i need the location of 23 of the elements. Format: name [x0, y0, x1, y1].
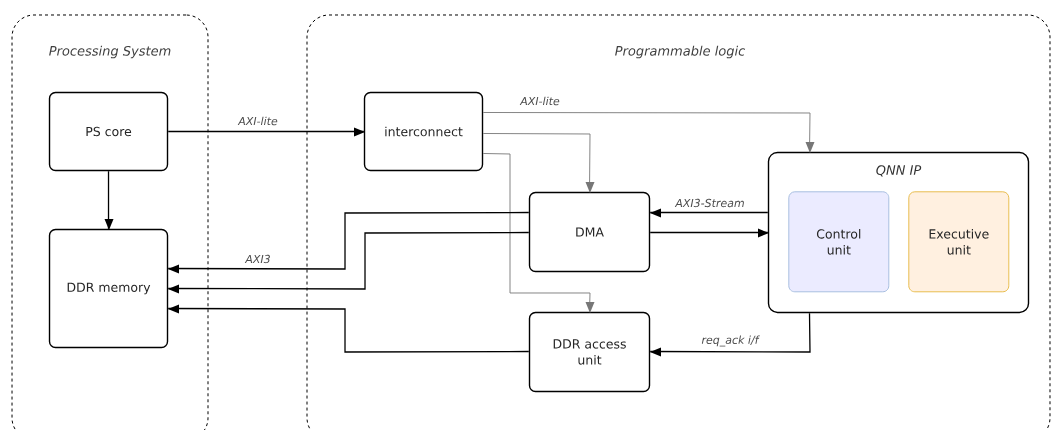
- process-box: PS core: [48, 91, 169, 172]
- arrow: [649, 312, 811, 357]
- arrow: [167, 211, 530, 274]
- arrow: [167, 127, 365, 137]
- arrow: [482, 133, 595, 193]
- arrow: [104, 170, 114, 230]
- arrow: [649, 208, 769, 218]
- arrow: [167, 231, 530, 294]
- arrow: [167, 304, 530, 353]
- unit-box: Control unit: [788, 191, 890, 293]
- edge-label: AXI-lite: [519, 96, 560, 106]
- unit-box: Executive unit: [908, 191, 1010, 293]
- process-box: DDR access unit: [528, 311, 651, 393]
- edge-label: AXI3-Stream: [674, 198, 744, 208]
- arrow: [649, 228, 769, 238]
- edge-label: AXI3: [244, 254, 270, 264]
- arrow: [482, 153, 595, 313]
- process-box: DDR memory: [48, 228, 169, 349]
- arrow: [482, 112, 815, 153]
- process-box: DMA: [528, 191, 651, 273]
- process-box: interconnect: [363, 91, 484, 172]
- edge-label: req_ack i/f: [701, 335, 760, 347]
- edge-label: AXI-lite: [237, 116, 278, 126]
